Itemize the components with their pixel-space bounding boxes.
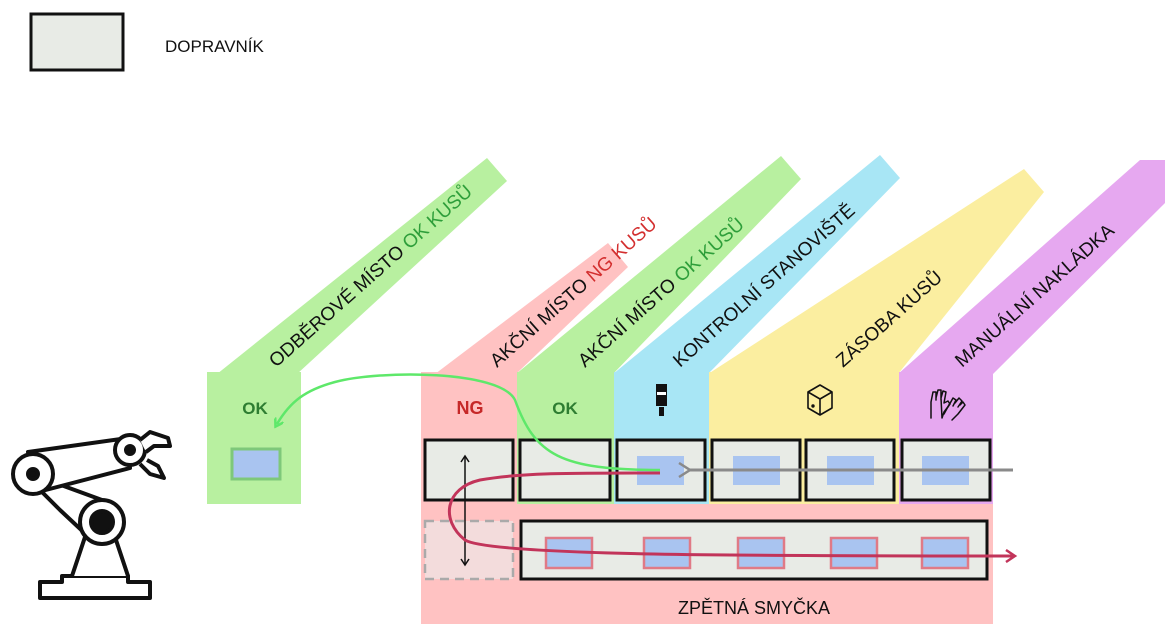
legend: DOPRAVNÍK bbox=[31, 14, 265, 70]
tag-ok: OK bbox=[552, 399, 578, 418]
part-odber bbox=[232, 449, 280, 479]
robot-arm-icon bbox=[13, 432, 170, 598]
part-loop-4 bbox=[831, 538, 877, 568]
return-loop-label: ZPĚTNÁ SMYČKA bbox=[678, 597, 830, 618]
tag-odber-ok: OK bbox=[242, 399, 268, 418]
part-loop-5 bbox=[922, 538, 968, 568]
part-loop-3 bbox=[738, 538, 784, 568]
conveyor-ng-shuttle-lower bbox=[425, 521, 513, 579]
band-odber: ODBĚROVÉ MÍSTO OK KUSŮ bbox=[217, 158, 507, 374]
tag-ng: NG bbox=[457, 398, 484, 418]
band-label-odber: ODBĚROVÉ MÍSTO OK KUSŮ bbox=[265, 181, 477, 372]
zone-odber bbox=[207, 372, 301, 504]
conveyor-ok bbox=[520, 440, 610, 500]
zone-label-bands: ODBĚROVÉ MÍSTO OK KUSŮ AKČNÍ MÍSTO NG KU… bbox=[217, 155, 1165, 374]
legend-conveyor-label: DOPRAVNÍK bbox=[165, 37, 265, 56]
conveyor-ng-shuttle bbox=[425, 440, 513, 500]
band-odber-part-1: ODBĚROVÉ MÍSTO bbox=[265, 237, 413, 371]
legend-conveyor-swatch bbox=[31, 14, 123, 70]
